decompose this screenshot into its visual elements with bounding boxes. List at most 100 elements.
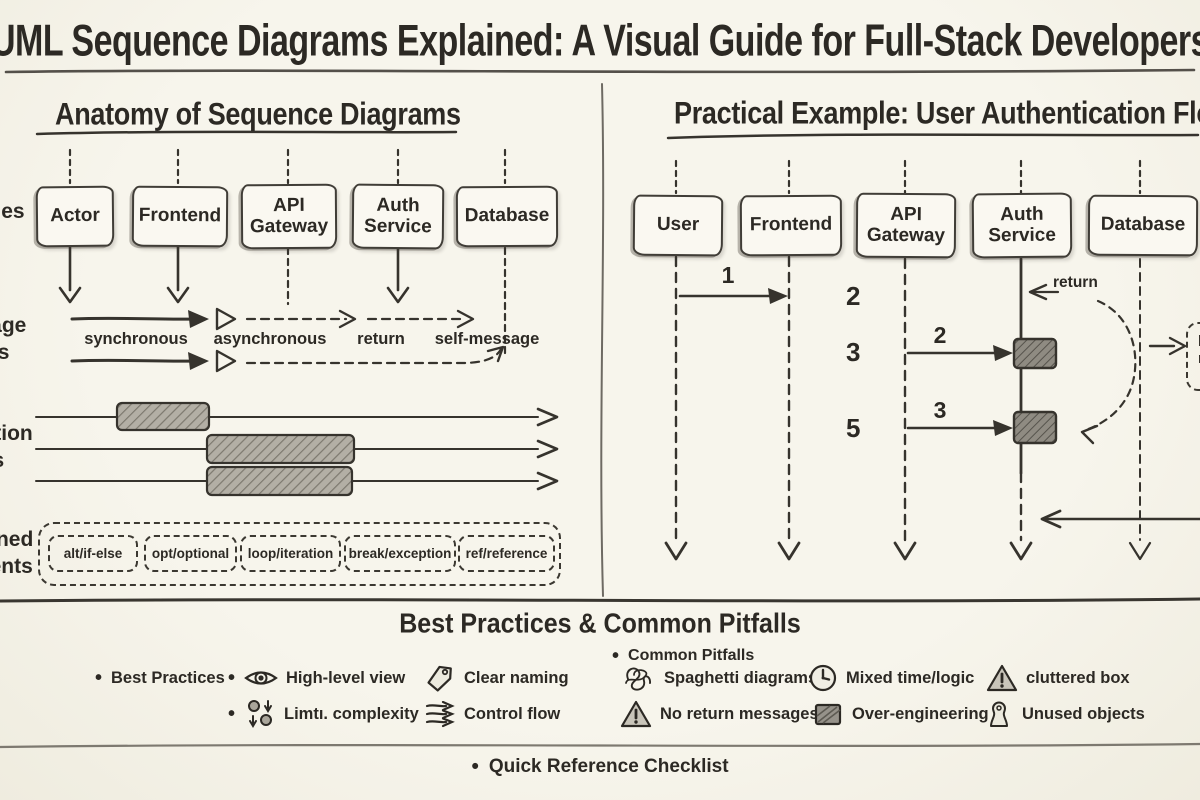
fragment-alt: alt/if-else — [48, 535, 138, 572]
item-label: High-level view — [286, 668, 406, 687]
side-label-message-types: Message types — [0, 314, 27, 364]
fragments-outer-box — [38, 522, 561, 586]
side-label-combined-fragments: Combined fragments — [0, 528, 34, 578]
item-cluttered-box: cluttered box — [986, 662, 1130, 694]
best-practices-title: • Best Practices — [95, 662, 225, 694]
anatomy-lifeline-stubs — [68, 148, 507, 185]
step-number-5: 5 — [846, 413, 861, 443]
label-asynchronous: asynchronous — [213, 330, 327, 348]
limit-complexity-icon — [244, 698, 276, 730]
common-pitfalls-title: • Common Pitfalls — [612, 640, 754, 672]
bullet-icon: • — [228, 666, 236, 689]
item-spaghetti-diagrams: Spaghetti diagrams — [620, 662, 817, 694]
example-arrow-1 — [678, 288, 788, 304]
item-no-return-messages: No return messages — [620, 698, 819, 730]
item-label: Mixed time/logic — [846, 668, 975, 687]
poster-title: UML Sequence Diagrams Explained: A Visua… — [0, 16, 1200, 67]
example-return-arrow — [1028, 283, 1137, 445]
example-arrow-2 — [906, 345, 1013, 361]
example-heading-underline — [666, 133, 1200, 140]
example-arrow-3 — [906, 420, 1013, 436]
side-label-lifelines: Lifelines — [0, 200, 25, 223]
item-label: Spaghetti diagrams — [664, 668, 818, 687]
item-label: cluttered box — [1026, 668, 1130, 687]
over-engineering-icon — [812, 700, 844, 728]
example-activation-bars — [1012, 337, 1058, 445]
bullet-icon: • — [228, 702, 236, 725]
activation-bars — [115, 401, 356, 497]
practices-top-divider — [0, 597, 1200, 603]
item-limit-complexity: • Limtı. complexity — [228, 698, 419, 730]
example-participant-user: User — [632, 194, 724, 257]
item-mixed-time-logic: Mixed time/logic — [808, 662, 974, 694]
common-pitfalls-title-label: Common Pitfalls — [628, 647, 755, 664]
participant-api-gateway: API Gateway — [240, 183, 338, 250]
checklist-label: Quick Reference Checklist — [488, 756, 729, 777]
item-label: Clear naming — [464, 668, 569, 687]
quick-reference-checklist: • Quick Reference Checklist — [471, 755, 728, 779]
step-number-3: 3 — [846, 337, 861, 367]
side-label-activation-bars: Activation bars — [0, 422, 33, 472]
label-return: return — [357, 330, 405, 348]
item-over-engineering: Over-engineering — [812, 698, 989, 730]
example-final-return-arrow — [1040, 509, 1200, 529]
label-synchronous: synchronous — [84, 330, 188, 348]
return-arrow-sample — [366, 309, 475, 329]
example-lifelines — [674, 255, 1141, 542]
item-control-flow: Control flow — [424, 698, 560, 730]
synchronous-arrow-2 — [70, 352, 209, 370]
item-high-level-view: • High-level view — [228, 662, 405, 694]
best-practices-title-label: Best Practices — [111, 668, 225, 687]
item-label: Limtı. complexity — [284, 704, 419, 723]
note-line-2: r — [1198, 349, 1200, 369]
example-participant-database: Database — [1087, 194, 1199, 257]
bullet-icon: • — [471, 755, 479, 778]
activation-lines — [35, 407, 559, 491]
control-flow-icon — [424, 700, 456, 728]
example-lifeline-arrowheads — [664, 541, 1152, 561]
note-line-1: p — [1198, 329, 1200, 349]
label-self-message: self-message — [434, 330, 540, 348]
item-unused-objects: Unused objects — [984, 698, 1145, 730]
unused-objects-icon — [984, 699, 1014, 729]
footer-divider — [0, 742, 1200, 749]
bullet-icon: • — [612, 644, 620, 667]
eye-icon — [244, 666, 278, 690]
clipped-note-box: p r — [1186, 322, 1200, 391]
arrow-label-1: 1 — [721, 262, 735, 288]
anatomy-heading: Anatomy of Sequence Diagrams — [55, 97, 461, 132]
arrow-label-2: 2 — [933, 322, 947, 348]
participant-database: Database — [455, 185, 559, 248]
fragment-loop: loop/iteration — [240, 535, 341, 572]
arrow-label-3: 3 — [933, 397, 947, 423]
synchronous-arrow — [70, 310, 209, 328]
item-label: Unused objects — [1022, 704, 1145, 723]
example-heading: Practical Example: User Authentication F… — [674, 96, 1200, 131]
practices-heading: Best Practices & Common Pitfalls — [399, 608, 801, 640]
return-label: return — [1053, 274, 1098, 291]
item-label: No return messages — [660, 704, 819, 723]
participant-frontend: Frontend — [131, 185, 229, 248]
participant-auth-service: Auth Service — [351, 183, 445, 250]
warning-icon — [620, 700, 652, 728]
warning-icon — [986, 664, 1018, 692]
participant-actor: Actor — [35, 185, 115, 248]
tag-icon — [424, 663, 456, 693]
item-label: Over-engineering — [852, 704, 989, 723]
vertical-section-divider — [600, 83, 605, 597]
spaghetti-icon — [620, 663, 656, 693]
asynchronous-arrow — [215, 307, 357, 331]
example-participant-auth-service: Auth Service — [971, 192, 1073, 259]
example-participant-frontend: Frontend — [739, 194, 843, 257]
step-number-2: 2 — [846, 281, 861, 311]
item-clear-naming: Clear naming — [424, 662, 569, 694]
self-message-arrow — [215, 345, 505, 373]
fragment-ref: ref/reference — [458, 535, 555, 572]
bullet-icon: • — [95, 666, 103, 689]
fragment-break: break/exception — [344, 535, 456, 572]
example-lifeline-stubs — [674, 159, 1142, 195]
title-divider — [4, 68, 1196, 74]
example-note-arrow — [1148, 336, 1187, 356]
item-label: Control flow — [464, 704, 561, 723]
